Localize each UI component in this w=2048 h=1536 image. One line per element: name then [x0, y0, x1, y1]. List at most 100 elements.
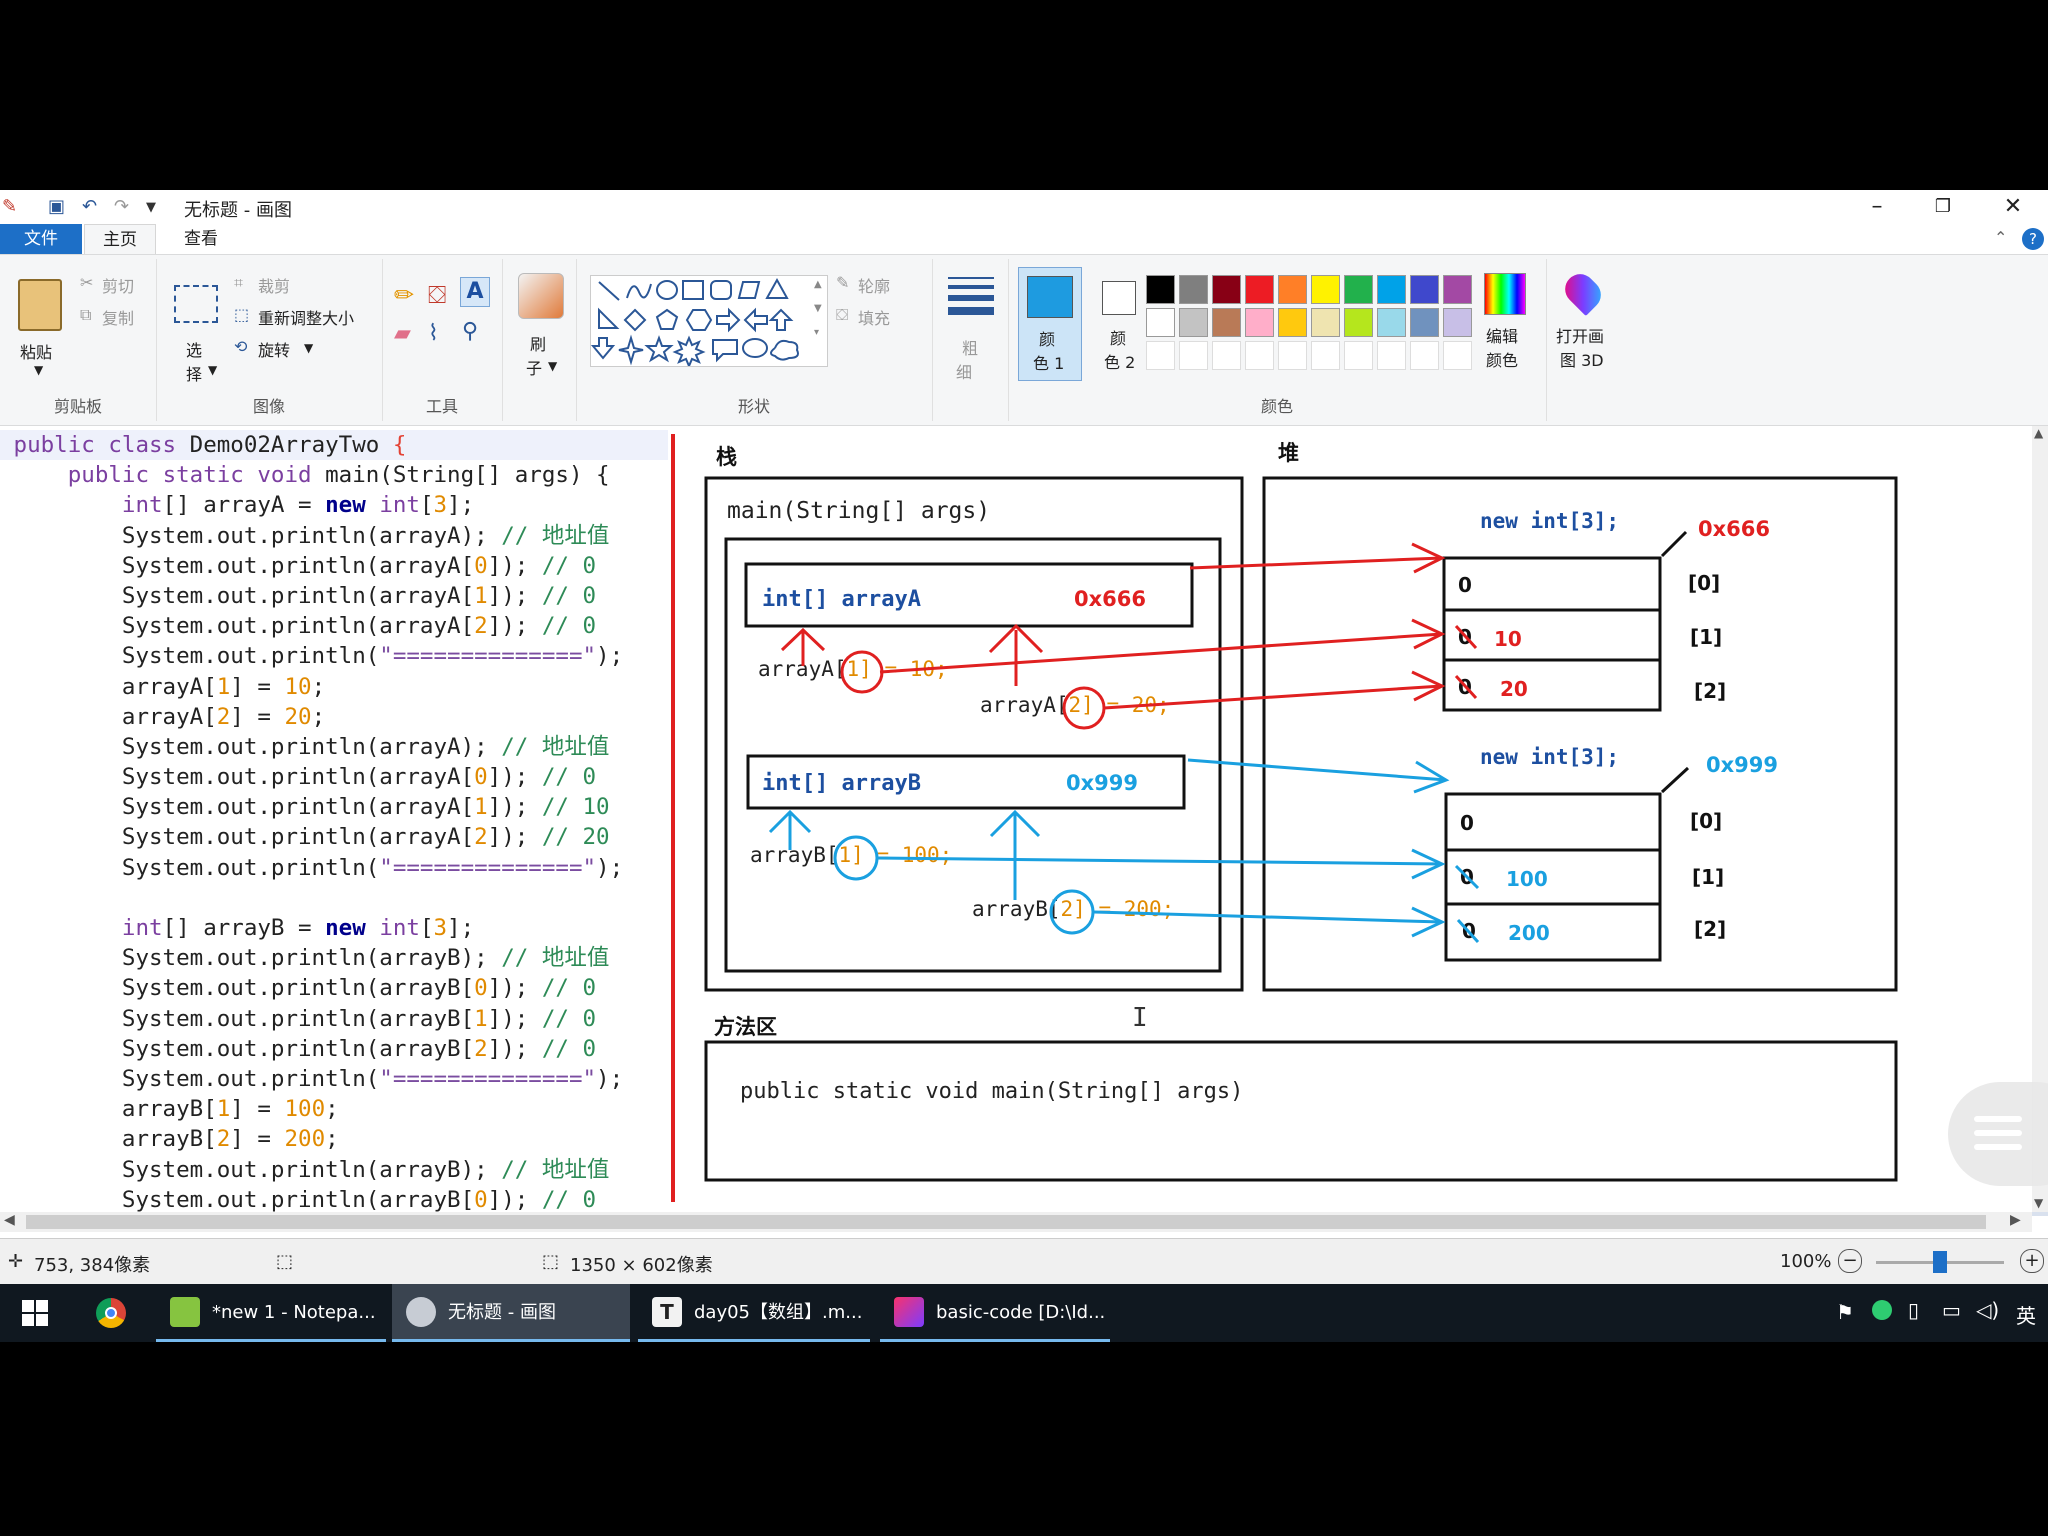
palette-swatch[interactable] [1245, 308, 1274, 337]
palette-swatch[interactable] [1212, 275, 1241, 304]
palette-swatch[interactable] [1344, 308, 1373, 337]
floating-menu-button[interactable] [1948, 1082, 2048, 1186]
text-tool-icon[interactable]: A [460, 277, 490, 307]
edit-colors-line1[interactable]: 编辑 [1486, 327, 1519, 346]
undo-icon[interactable]: ↶ [82, 196, 98, 217]
scroll-right-icon[interactable]: ▶ [2010, 1212, 2021, 1228]
size-button-line2[interactable]: 细 [956, 363, 973, 382]
fill-button[interactable]: 填充 [858, 309, 891, 328]
palette-swatch[interactable] [1311, 275, 1340, 304]
palette-swatch[interactable] [1278, 341, 1307, 370]
palette-swatch[interactable] [1311, 341, 1340, 370]
scroll-up-icon[interactable]: ▲ [2034, 426, 2044, 440]
palette-swatch[interactable] [1245, 275, 1274, 304]
help-icon[interactable]: ? [2022, 228, 2044, 250]
tab-file[interactable]: 文件 [0, 224, 82, 254]
fill-icon[interactable]: ⛋ [836, 305, 849, 324]
scroll-down-icon[interactable]: ▼ [2034, 1196, 2044, 1210]
rotate-icon[interactable]: ⟲ [234, 337, 248, 356]
taskbar-item-idea[interactable]: basic-code [D:\Id... [880, 1284, 1110, 1342]
select-button-line2[interactable]: 择 [186, 365, 203, 384]
copy-button[interactable]: 复制 [102, 309, 135, 328]
select-icon[interactable] [174, 285, 218, 323]
copy-icon[interactable]: ⧉ [80, 305, 92, 324]
palette-swatch[interactable] [1212, 341, 1241, 370]
network-icon[interactable]: ▭ [1942, 1298, 1961, 1322]
palette-swatch[interactable] [1179, 275, 1208, 304]
color2-button[interactable]: 颜 色 2 [1088, 267, 1150, 379]
select-button-line1[interactable]: 选 [186, 341, 203, 360]
volume-icon[interactable]: ◁) [1976, 1298, 2000, 1322]
brush-button-line2[interactable]: 子 [526, 359, 543, 378]
palette-swatch[interactable] [1377, 308, 1406, 337]
scroll-left-icon[interactable]: ◀ [4, 1212, 15, 1228]
palette-swatch[interactable] [1146, 308, 1175, 337]
brush-button-line1[interactable]: 刷 [530, 335, 547, 354]
outline-button[interactable]: 轮廓 [858, 277, 891, 296]
palette-swatch[interactable] [1179, 341, 1208, 370]
network-green-icon[interactable] [1872, 1300, 1892, 1320]
chrome-icon[interactable] [96, 1298, 126, 1328]
paint3d-icon[interactable] [1558, 267, 1608, 317]
brush-dropdown-icon[interactable]: ▼ [548, 359, 558, 373]
horizontal-scroll-thumb[interactable] [26, 1215, 1986, 1229]
shapes-expand-icon[interactable]: ▾ [814, 327, 820, 338]
zoom-in-button[interactable]: + [2020, 1249, 2044, 1273]
tab-home[interactable]: 主页 [84, 224, 156, 255]
zoom-out-button[interactable]: − [1838, 1249, 1862, 1273]
restore-button[interactable]: ❐ [1934, 196, 1952, 217]
palette-swatch[interactable] [1443, 341, 1472, 370]
zoom-slider[interactable] [1876, 1251, 2004, 1273]
pencil-icon[interactable]: ✏ [394, 281, 415, 309]
tab-view[interactable]: 查看 [184, 229, 218, 249]
resize-button[interactable]: 重新调整大小 [258, 309, 355, 328]
horizontal-scrollbar[interactable]: ◀ ▶ [0, 1212, 2032, 1232]
paste-icon[interactable] [18, 279, 62, 331]
palette-swatch[interactable] [1410, 341, 1439, 370]
shapes-scroll-down-icon[interactable]: ▼ [814, 303, 822, 314]
pen-icon[interactable]: ⚑ [1836, 1300, 1854, 1324]
cut-icon[interactable]: ✂ [80, 273, 94, 292]
select-dropdown-icon[interactable]: ▼ [208, 363, 218, 377]
crop-button[interactable]: 裁剪 [258, 277, 291, 296]
taskbar-item-paint[interactable]: 无标题 - 画图 [392, 1284, 630, 1342]
minimize-button[interactable]: – [1871, 194, 1883, 219]
palette-swatch[interactable] [1443, 275, 1472, 304]
edit-colors-icon[interactable] [1484, 273, 1526, 315]
ime-indicator[interactable]: 英 [2016, 1304, 2036, 1328]
palette-swatch[interactable] [1179, 308, 1208, 337]
crop-icon[interactable]: ⌗ [234, 273, 244, 292]
redo-icon[interactable]: ↷ [114, 196, 130, 217]
paint3d-line1[interactable]: 打开画 [1556, 327, 1605, 346]
battery-icon[interactable]: ▯ [1908, 1298, 1920, 1322]
size-icon[interactable] [948, 277, 994, 315]
palette-swatch[interactable] [1146, 275, 1175, 304]
color1-button[interactable]: 颜 色 1 [1018, 267, 1082, 381]
save-icon[interactable]: ▣ [48, 196, 66, 217]
palette-swatch[interactable] [1212, 308, 1241, 337]
magnifier-icon[interactable]: ⚲ [462, 319, 479, 344]
drawing-canvas[interactable]: public class Demo02ArrayTwo { public sta… [0, 426, 2032, 1213]
resize-icon[interactable]: ⬚ [234, 305, 250, 324]
shapes-scroll-up-icon[interactable]: ▲ [814, 279, 822, 290]
palette-swatch[interactable] [1278, 275, 1307, 304]
paint3d-line2[interactable]: 图 3D [1560, 351, 1604, 370]
palette-swatch[interactable] [1410, 308, 1439, 337]
taskbar-item-notepad[interactable]: *new 1 - Notepa... [156, 1284, 386, 1342]
paste-dropdown-icon[interactable]: ▼ [34, 363, 44, 377]
brush-icon[interactable] [518, 273, 564, 319]
palette-swatch[interactable] [1278, 308, 1307, 337]
palette-swatch[interactable] [1410, 275, 1439, 304]
collapse-ribbon-icon[interactable]: ⌃ [1994, 228, 2008, 247]
eraser-icon[interactable]: ▰ [394, 321, 411, 346]
fill-bucket-icon[interactable]: ⛋ [428, 281, 447, 309]
shapes-gallery[interactable] [590, 275, 828, 369]
palette-swatch[interactable] [1245, 341, 1274, 370]
customize-quick-access-icon[interactable]: ▼ [146, 200, 156, 215]
palette-swatch[interactable] [1377, 341, 1406, 370]
rotate-button[interactable]: 旋转 [258, 341, 291, 360]
palette-swatch[interactable] [1344, 275, 1373, 304]
palette-swatch[interactable] [1146, 341, 1175, 370]
zoom-slider-thumb[interactable] [1933, 1251, 1947, 1273]
size-button-line1[interactable]: 粗 [962, 339, 979, 358]
